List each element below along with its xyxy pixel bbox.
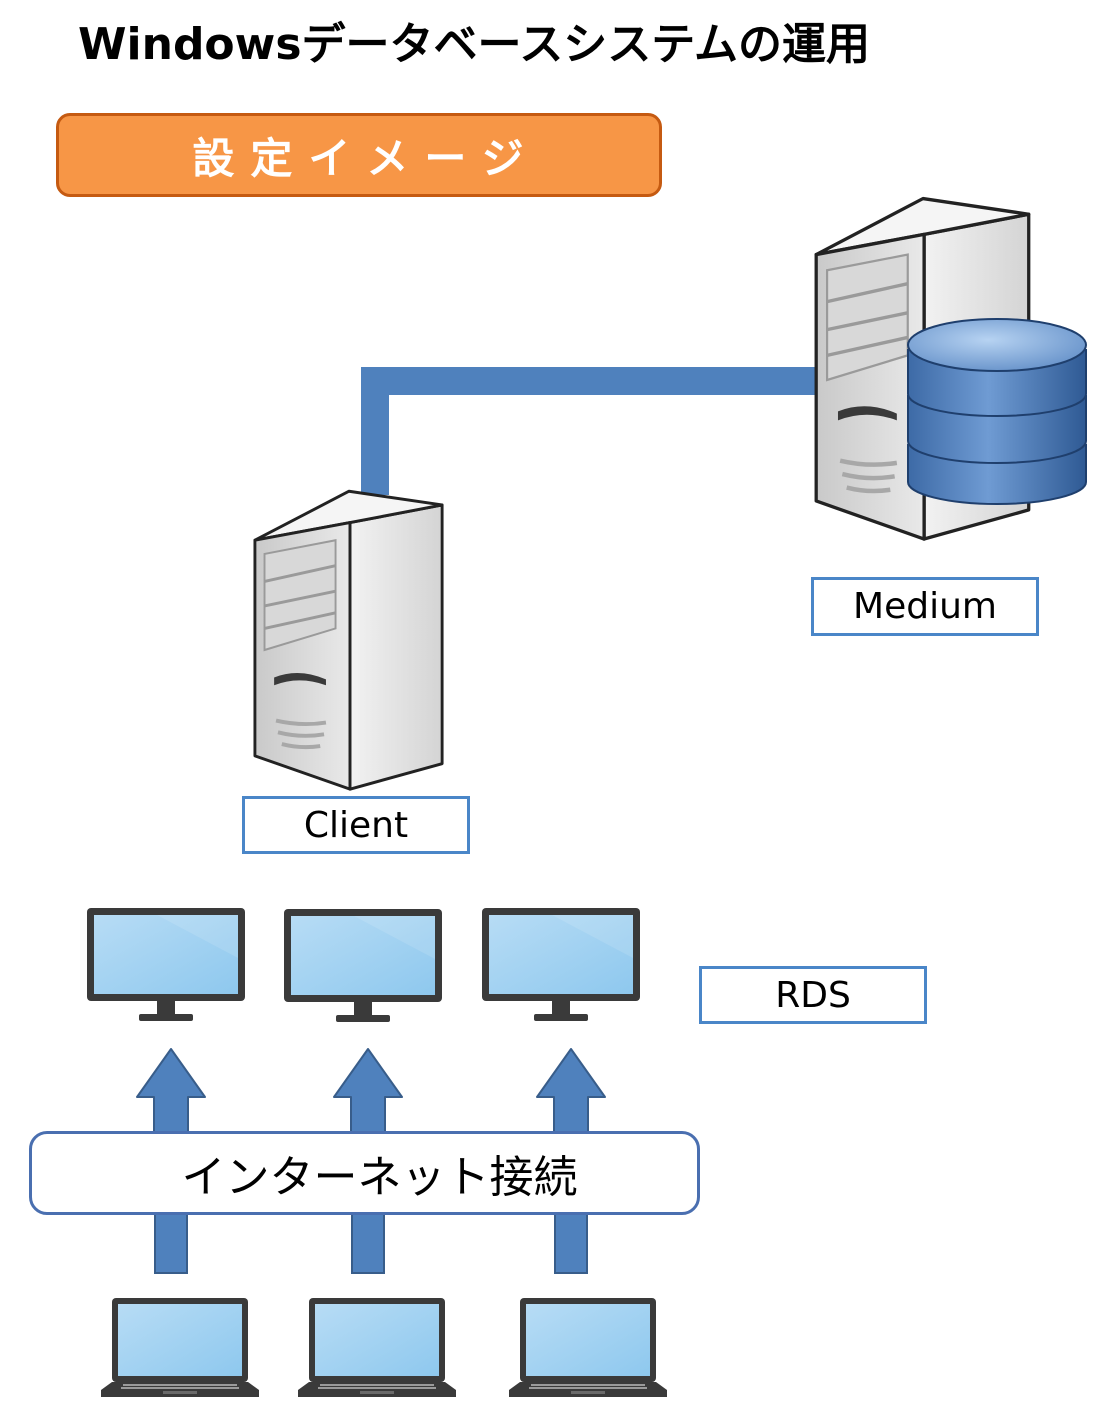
laptop-icon bbox=[101, 1298, 259, 1397]
page-title: Windowsデータベースシステムの運用 bbox=[78, 19, 870, 70]
arrow-stem bbox=[154, 1212, 188, 1274]
up-arrow-icon bbox=[333, 1048, 403, 1135]
internet-connection-box: インターネット接続 bbox=[29, 1131, 700, 1215]
arrow-stem bbox=[554, 1212, 588, 1274]
monitor-icon bbox=[482, 908, 640, 1021]
network-connector bbox=[361, 367, 830, 495]
medium-label: Medium bbox=[811, 577, 1039, 636]
rds-label: RDS bbox=[699, 966, 927, 1024]
server-with-database-icon bbox=[816, 199, 1087, 539]
client-label: Client bbox=[242, 796, 470, 854]
monitor-icon bbox=[87, 908, 245, 1021]
laptop-icon bbox=[509, 1298, 667, 1397]
up-arrow-icon bbox=[536, 1048, 606, 1135]
up-arrow-icon bbox=[136, 1048, 206, 1135]
server-tower-icon bbox=[252, 489, 445, 792]
section-badge: 設定イメージ bbox=[56, 113, 662, 197]
database-icon bbox=[907, 318, 1087, 505]
laptop-icon bbox=[298, 1298, 456, 1397]
monitor-icon bbox=[284, 909, 442, 1022]
arrow-stem bbox=[351, 1212, 385, 1274]
